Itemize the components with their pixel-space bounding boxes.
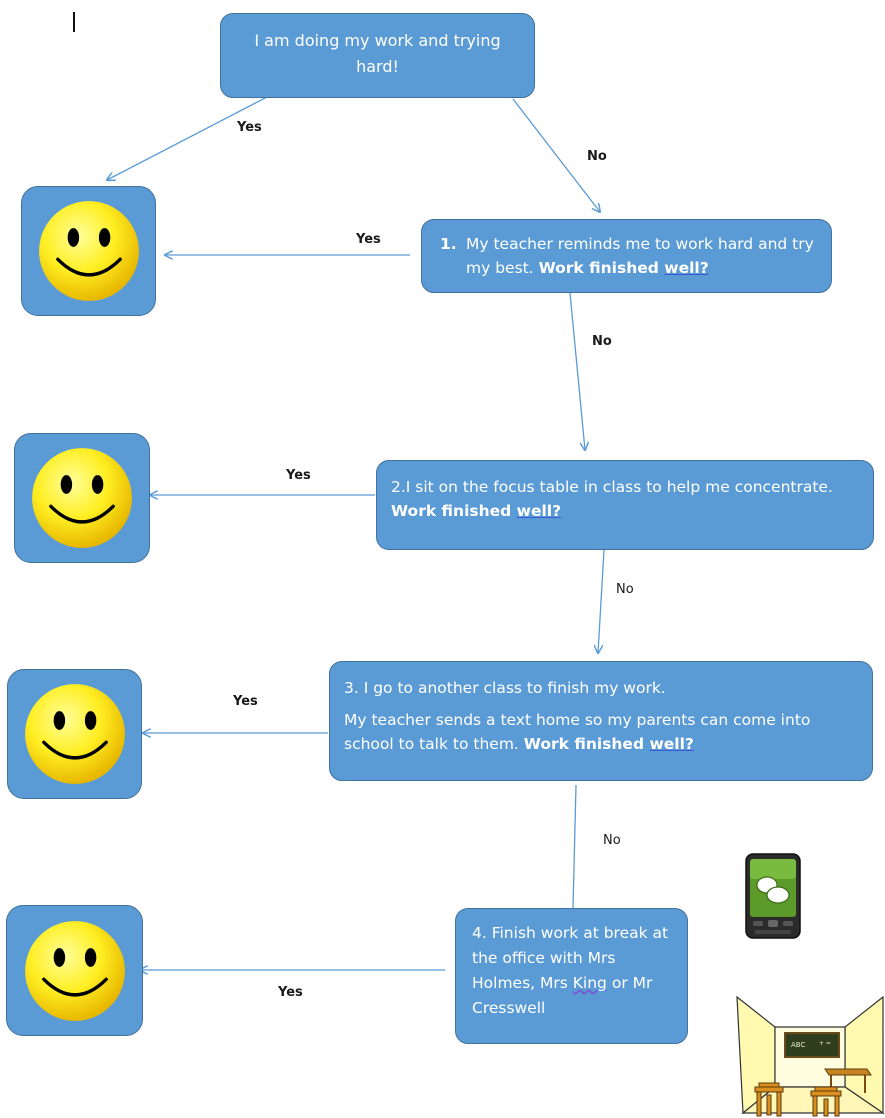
- smiley-icon: [24, 684, 125, 784]
- label-yes-start: Yes: [237, 120, 262, 135]
- svg-text:+ =: + =: [819, 1040, 831, 1047]
- smiley-icon: [38, 201, 139, 301]
- label-no-start: No: [587, 149, 607, 164]
- step1-text: My teacher reminds me to work hard and t…: [466, 235, 814, 277]
- step3-question: Work finished: [523, 735, 650, 753]
- arrow-step2-no: [598, 549, 605, 653]
- step2-box: 2.I sit on the focus table in class to h…: [376, 460, 874, 550]
- step1-question-well: well?: [664, 259, 709, 277]
- smiley-box-1: [21, 186, 156, 316]
- step2-question: Work finished: [391, 502, 517, 520]
- step3-line2: My teacher sends a text home so my paren…: [344, 711, 811, 753]
- arrow-step3-no: [572, 784, 577, 909]
- arrow-start-yes: [107, 96, 268, 180]
- label-yes-step4: Yes: [278, 985, 303, 1000]
- step1-box: 1. My teacher reminds me to work hard an…: [421, 219, 832, 293]
- label-no-step3: No: [603, 833, 621, 848]
- step1-number: 1.: [440, 235, 457, 253]
- classroom-icon: ABC + =: [736, 995, 885, 1117]
- smiley-box-4: [6, 905, 143, 1036]
- step3-line2-wrap: My teacher sends a text home so my paren…: [344, 708, 858, 756]
- step1-question: Work finished: [538, 259, 665, 277]
- arrow-start-no: [512, 98, 600, 212]
- label-no-step2: No: [616, 582, 634, 597]
- step3-box: 3. I go to another class to finish my wo…: [329, 661, 873, 781]
- start-text: I am doing my work and trying hard!: [254, 31, 501, 76]
- step3-line1: 3. I go to another class to finish my wo…: [344, 679, 666, 697]
- step4-box: 4. Finish work at break at the office wi…: [455, 908, 688, 1044]
- label-no-step1: No: [592, 334, 612, 349]
- step2-text: 2.I sit on the focus table in class to h…: [391, 478, 833, 496]
- label-yes-step1: Yes: [356, 232, 381, 247]
- smiley-icon: [32, 448, 132, 548]
- smiley-box-2: [14, 433, 150, 563]
- step4-text: 4. Finish work at break at the office wi…: [472, 924, 669, 992]
- arrow-step1-no: [569, 292, 585, 450]
- start-box: I am doing my work and trying hard!: [220, 13, 535, 98]
- step4-text-end: or Mr Cresswell: [472, 974, 653, 1017]
- step4-king: King: [572, 974, 607, 992]
- phone-icon: [745, 853, 801, 939]
- smiley-box-3: [7, 669, 142, 799]
- svg-text:ABC: ABC: [791, 1041, 805, 1049]
- label-yes-step3: Yes: [233, 694, 258, 709]
- smiley-icon: [24, 920, 125, 1021]
- step2-question-well: well?: [516, 502, 562, 520]
- label-yes-step2: Yes: [286, 468, 311, 483]
- text-cursor: [73, 12, 75, 32]
- step3-question-well: well?: [649, 735, 694, 753]
